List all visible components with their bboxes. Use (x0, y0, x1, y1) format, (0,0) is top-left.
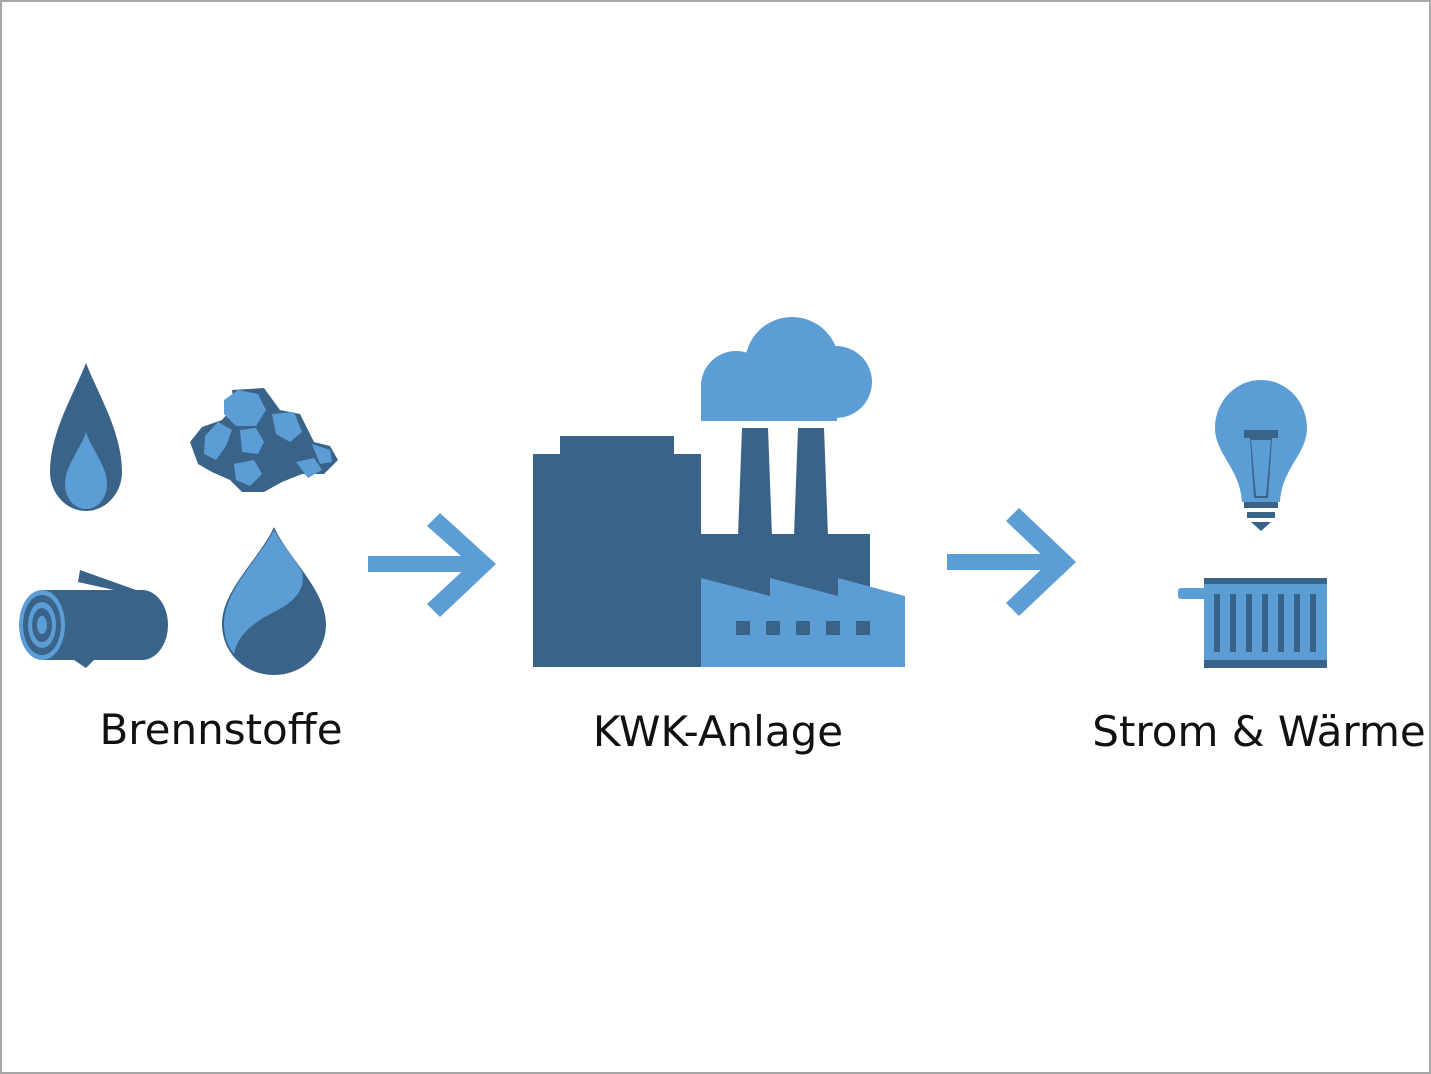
stage-fuels: Brennstoffe (19, 363, 343, 754)
oil-drop-icon (222, 527, 326, 675)
light-bulb-icon (1215, 380, 1307, 531)
stage-label-chp-plant: KWK-Anlage (593, 707, 843, 756)
smoke-cloud-icon (701, 317, 872, 421)
wood-log-icon (19, 570, 168, 668)
power-plant-icon (533, 428, 905, 667)
coal-pile-icon (190, 388, 338, 492)
gas-flame-drop-icon (50, 363, 122, 511)
stage-chp-plant: KWK-Anlage (533, 317, 905, 756)
arrow-right-icon (947, 508, 1076, 616)
stage-label-fuels: Brennstoffe (99, 705, 342, 754)
arrow-right-icon (368, 513, 496, 617)
stage-power-and-heat: Strom & Wärme (1092, 380, 1426, 756)
stage-label-power-and-heat: Strom & Wärme (1092, 707, 1425, 756)
radiator-icon (1178, 578, 1327, 668)
